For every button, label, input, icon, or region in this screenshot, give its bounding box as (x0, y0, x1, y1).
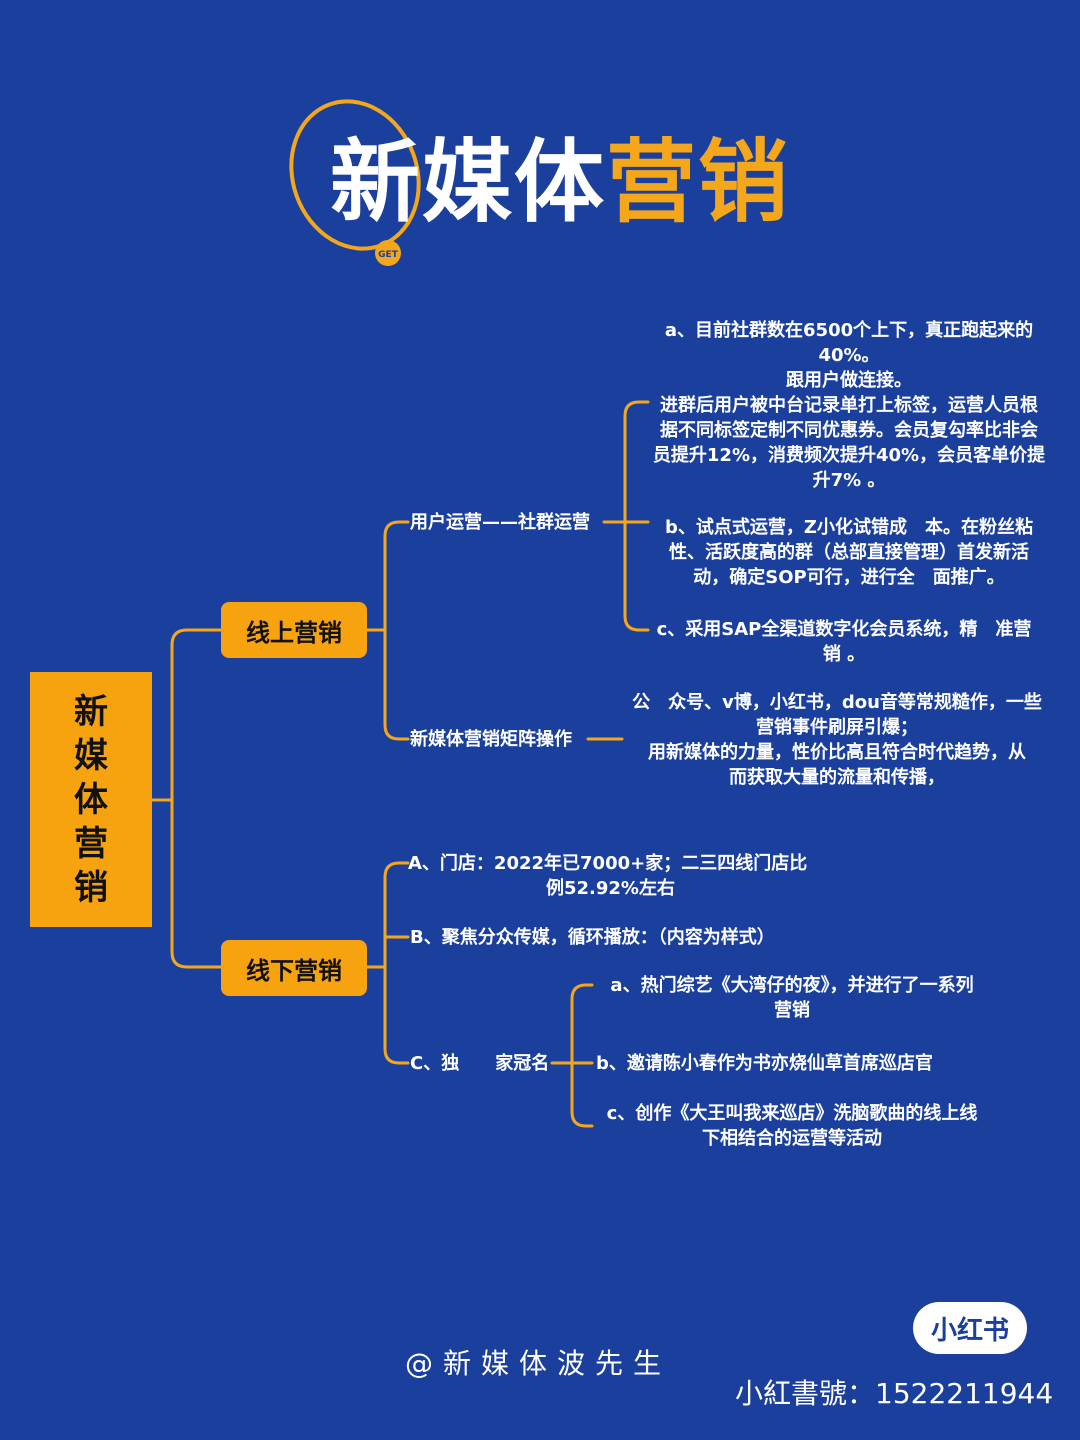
user-ops-a-text: a、目前社群数在6500个上下，真正跑起来的 40%。 跟用户做连接。 进群后用… (652, 320, 1046, 491)
node-offline-marketing: 线下营销 (221, 940, 367, 996)
media-matrix-text: 公 众号、v博，小红书，dou音等常规糙作，一些 营销事件刷屏引爆； 用新媒体的… (632, 692, 1042, 788)
sponsorship-c-text: c、创作《大王叫我来巡店》洗脑歌曲的线上线 下相结合的运营等活动 (606, 1103, 978, 1149)
sponsorship-b-text: b、邀请陈小春作为书亦烧仙草首席巡店官 (596, 1053, 933, 1074)
node-media-matrix: 新媒体营销矩阵操作 (410, 729, 572, 750)
title-ellipse-decoration: GET (289, 99, 421, 266)
root-char: 销 (74, 867, 108, 908)
node-online-marketing: 线上营销 (221, 602, 367, 658)
title-part-orange: 营销 (606, 130, 790, 235)
title-part-white: 新媒体 (330, 130, 606, 235)
root-char: 媒 (74, 735, 108, 776)
root-node: 新 媒 体 营 销 (30, 672, 152, 927)
root-char: 体 (74, 779, 108, 820)
user-ops-b-text: b、试点式运营，Z小化试错成 本。在粉丝粘 性、活跃度高的群（总部直接管理）首发… (665, 517, 1033, 588)
root-char: 营 (74, 823, 108, 864)
author-handle: @新媒体波先生 (405, 1347, 672, 1380)
page-title: 新媒体营销 (330, 128, 790, 238)
offline-c-sponsorship: C、独 家冠名 (410, 1053, 550, 1074)
root-char: 新 (74, 691, 108, 732)
sponsorship-a-text: a、热门综艺《大湾仔的夜》，并进行了一系列 营销 (610, 975, 974, 1021)
node-user-ops: 用户运营——社群运营 (410, 512, 590, 533)
xiaohongshu-logo: 小红书 (913, 1302, 1027, 1354)
offline-b-focus-media: B、聚焦分众传媒，循环播放：（内容为样式） (410, 927, 775, 948)
user-ops-c-text: c、采用SAP全渠道数字化会员系统，精 准营 销 。 (656, 619, 1032, 665)
offline-a-stores: A、门店：2022年已7000+家；二三四线门店比 例52.92%左右 (408, 853, 808, 899)
get-badge: GET (378, 250, 399, 260)
xiaohongshu-id: 小紅書號：1522211944 (735, 1377, 1054, 1410)
